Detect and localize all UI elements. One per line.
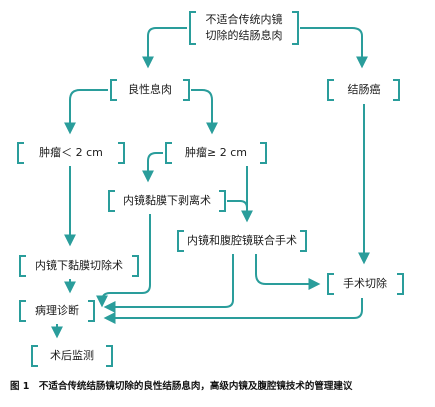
- bracket-benign: [110, 79, 190, 101]
- node-cancer: 结肠癌: [347, 83, 381, 96]
- arrow-benign-to-small: [64, 89, 108, 135]
- node-top-line2: 切除的结肠息肉: [205, 29, 283, 42]
- bracket-cancer: [327, 79, 400, 101]
- bracket-followup: [31, 345, 113, 367]
- node-small: 肿瘤＜ 2 cm: [39, 146, 103, 159]
- bracket-small: [17, 142, 125, 164]
- arrow-lecs-to-surgery: [255, 254, 321, 290]
- bracket-lecs: [177, 230, 307, 252]
- arrow-top-to-benign: [142, 27, 187, 69]
- node-benign: 良性息肉: [128, 83, 172, 96]
- arrow-large-to-esd: [142, 152, 163, 183]
- node-lecs: 内镜和腹腔镜联合手术: [187, 234, 297, 247]
- node-emr: 内镜下黏膜切除术: [35, 259, 123, 272]
- bracket-surgery: [327, 273, 404, 295]
- node-esd: 内镜黏膜下剥离术: [123, 194, 211, 207]
- node-top-line1: 不适合传统内镜: [205, 13, 283, 26]
- arrow-surgery-to-pathology: [103, 298, 363, 324]
- arrow-benign-to-large: [191, 89, 218, 135]
- bracket-pathology: [19, 300, 95, 322]
- arrow-top-to-cancer: [300, 27, 368, 69]
- arrow-esd-to-lecs: [227, 200, 248, 209]
- bracket-esd: [108, 190, 226, 212]
- bracket-top: [189, 11, 299, 45]
- node-surgery: 手术切除: [343, 277, 387, 290]
- figure-caption: 图 1 不适合传统结肠镜切除的良性结肠息肉，高级内镜及腹腔镜技术的管理建议: [10, 381, 353, 392]
- bracket-large: [165, 142, 267, 164]
- bracket-emr: [19, 255, 139, 277]
- arrow-esd-to-pathology: [96, 214, 151, 308]
- node-large: 肿瘤≥ 2 cm: [185, 146, 247, 159]
- arrow-lecs-to-pathology: [103, 254, 234, 313]
- node-followup: 术后监测: [50, 349, 94, 362]
- node-pathology: 病理诊断: [35, 304, 79, 317]
